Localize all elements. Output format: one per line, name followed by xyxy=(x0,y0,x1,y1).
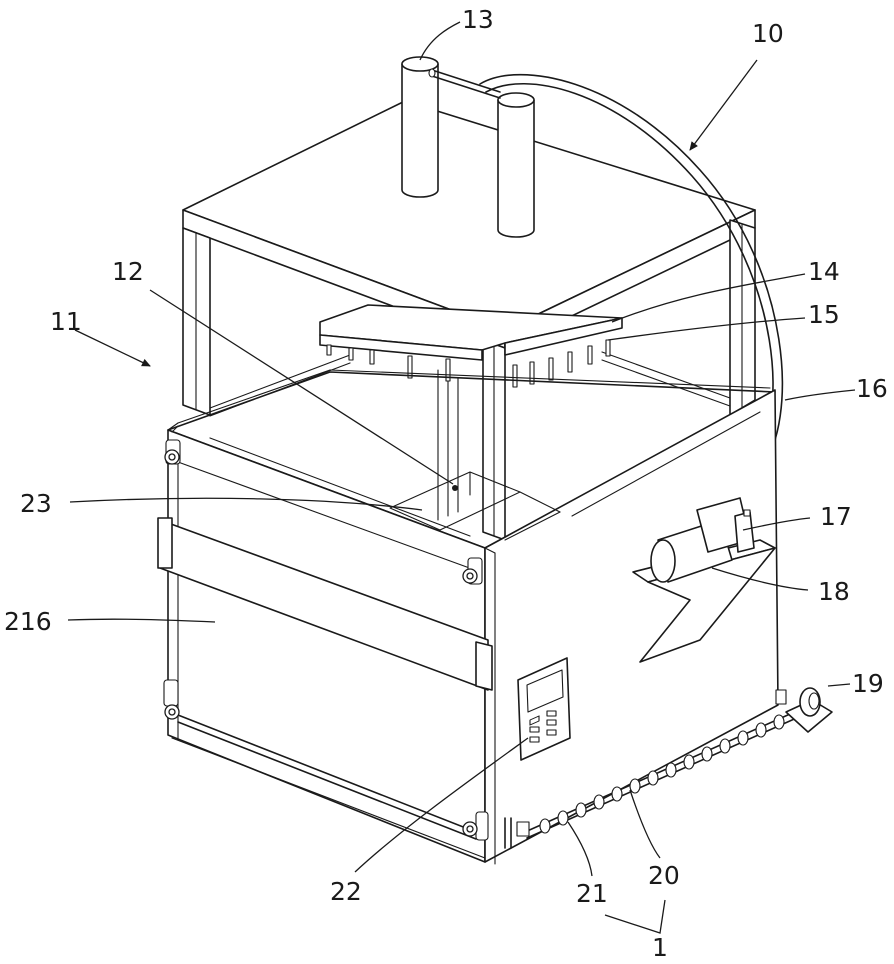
label-14: 14 xyxy=(808,257,840,286)
label-20: 20 xyxy=(648,861,680,890)
label-21: 21 xyxy=(576,879,608,908)
label-216: 216 xyxy=(4,607,52,636)
label-1: 1 xyxy=(652,933,668,962)
hinge-icon xyxy=(165,440,180,464)
label-15: 15 xyxy=(808,300,840,329)
hole xyxy=(452,485,458,491)
label-17: 17 xyxy=(820,502,852,531)
label-18: 18 xyxy=(818,577,850,606)
label-10: 10 xyxy=(752,19,784,48)
label-16: 16 xyxy=(856,374,888,403)
label-12: 12 xyxy=(112,257,144,286)
label-23: 23 xyxy=(20,489,52,518)
top-plate xyxy=(183,101,755,330)
label-11: 11 xyxy=(50,307,82,336)
label-13: 13 xyxy=(462,5,494,34)
label-19: 19 xyxy=(852,669,884,698)
label-22: 22 xyxy=(330,877,362,906)
hinge-icon xyxy=(164,680,179,719)
motor xyxy=(776,688,832,732)
press-plate xyxy=(320,305,622,387)
